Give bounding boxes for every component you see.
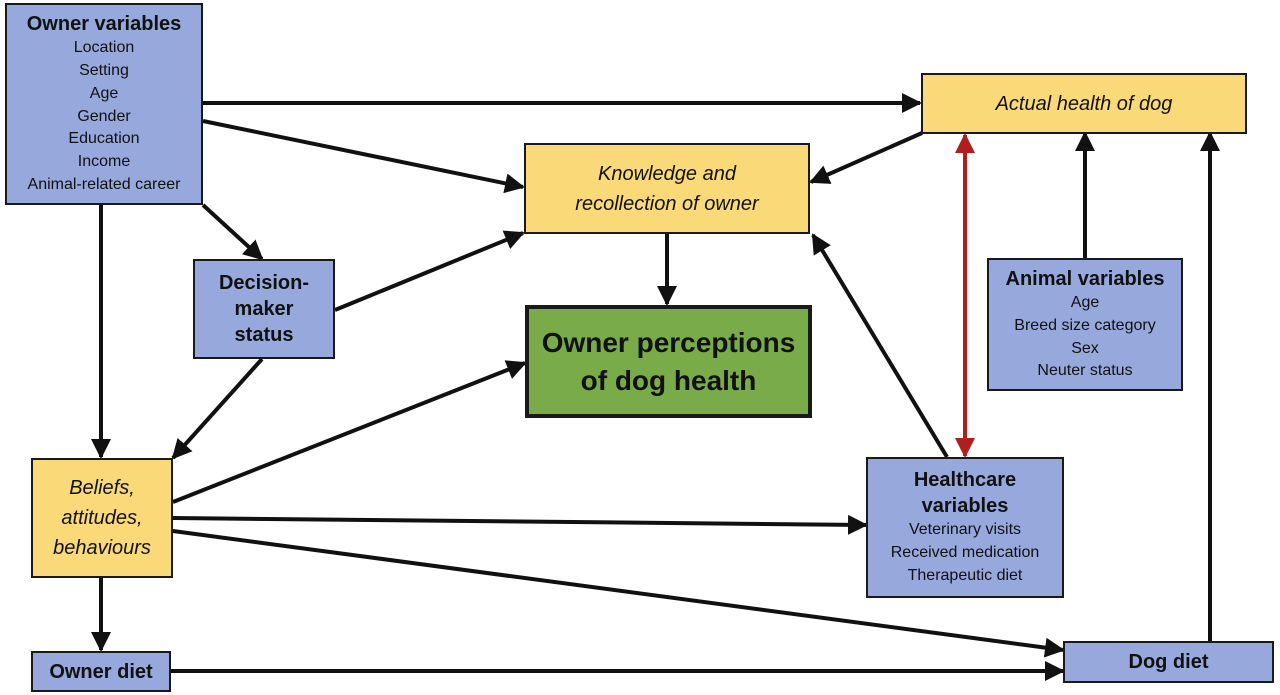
arrow-decision-maker-to-knowledge <box>334 230 525 312</box>
animal-variable-item: Neuter status <box>1037 362 1133 380</box>
healthcare-variable-item: Veterinary visits <box>908 521 1022 539</box>
owner-variable-item: Education <box>68 130 140 148</box>
owner-variable-item: Animal-related career <box>27 176 181 194</box>
decision-maker-status-box: Decision- maker status <box>193 259 335 359</box>
owner-diet-label: Owner diet <box>49 660 153 683</box>
knowledge-line: recollection of owner <box>575 192 759 215</box>
beliefs-line: behaviours <box>53 537 151 559</box>
actual-health-box: Actual health of dog <box>921 73 1247 134</box>
healthcare-variable-item: Received medication <box>890 544 1040 562</box>
arrow-beliefs-to-healthcare <box>172 514 868 535</box>
owner-diet-box: Owner diet <box>31 651 171 692</box>
animal-variables-title: Animal variables <box>1005 267 1165 290</box>
arrow-beliefs-to-perceptions <box>172 360 527 504</box>
arrow-actual-health-to-knowledge <box>809 131 923 184</box>
arrow-owner-to-decision-maker <box>201 203 264 261</box>
owner-perceptions-box: Owner perceptions of dog health <box>525 305 812 418</box>
owner-variables-box: Owner variables Location Setting Age Gen… <box>5 3 203 205</box>
healthcare-variable-item: Therapeutic diet <box>907 566 1023 584</box>
arrow-decision-maker-to-beliefs <box>171 357 264 460</box>
perceptions-line: Owner perceptions <box>541 326 796 358</box>
decision-maker-line: maker <box>234 298 294 320</box>
owner-variable-item: Gender <box>77 107 131 125</box>
perceptions-line: of dog health <box>580 364 757 396</box>
healthcare-variables-box: Healthcare variables Veterinary visits R… <box>866 457 1064 598</box>
knowledge-line: Knowledge and <box>598 162 736 185</box>
owner-variable-item: Setting <box>79 61 129 79</box>
decision-maker-line: Decision- <box>218 272 310 294</box>
arrow-owner-to-knowledge <box>202 119 525 194</box>
arrow-beliefs-to-dog-diet <box>172 529 1065 658</box>
actual-health-label: Actual health of dog <box>995 92 1173 115</box>
beliefs-attitudes-behaviours-box: Beliefs, attitudes, behaviours <box>31 458 173 578</box>
healthcare-variables-title: variables <box>921 495 1009 518</box>
dog-diet-box: Dog diet <box>1063 641 1274 683</box>
owner-variable-item: Location <box>73 38 135 56</box>
dog-diet-label: Dog diet <box>1128 651 1209 673</box>
owner-variables-title: Owner variables <box>26 12 182 35</box>
animal-variables-box: Animal variables Age Breed size category… <box>987 258 1183 391</box>
knowledge-recollection-box: Knowledge and recollection of owner <box>524 143 810 234</box>
animal-variable-item: Sex <box>1071 339 1099 357</box>
beliefs-line: Beliefs, <box>69 477 135 499</box>
animal-variable-item: Age <box>1070 293 1100 311</box>
decision-maker-line: status <box>234 324 294 346</box>
owner-variable-item: Income <box>77 153 131 171</box>
arrow-healthcare-to-knowledge <box>811 233 949 459</box>
animal-variable-item: Breed size category <box>1014 316 1156 334</box>
healthcare-variables-title: Healthcare <box>913 469 1017 492</box>
owner-variable-item: Age <box>89 84 119 102</box>
beliefs-line: attitudes, <box>61 507 143 529</box>
